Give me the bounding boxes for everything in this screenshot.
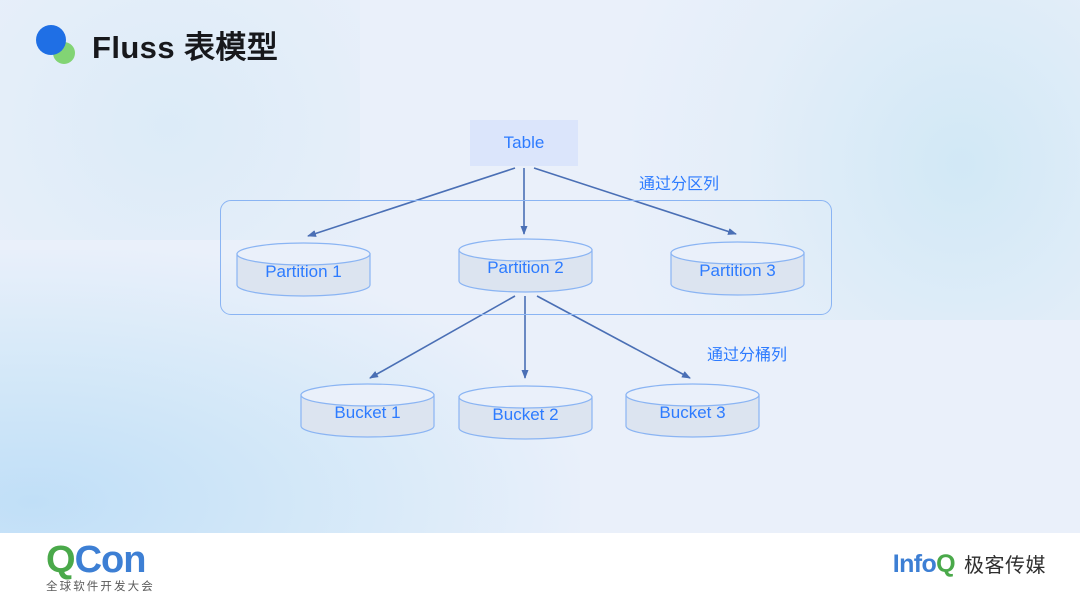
- node-table-label: Table: [503, 133, 545, 152]
- slide-footer: QCon 全球软件开发大会 InfoQ 极客传媒: [0, 533, 1080, 595]
- node-partition-1-label: Partition 1: [265, 262, 342, 281]
- slide-header: Fluss 表模型: [34, 22, 278, 67]
- qcon-logo-rest: Con: [74, 539, 147, 581]
- node-partition-3-label: Partition 3: [699, 261, 776, 280]
- partition-group-frame: [220, 200, 832, 315]
- cylinder-shape-icon: [458, 385, 593, 440]
- cylinder-shape-icon: [625, 383, 760, 438]
- annotation-bucket-column: 通过分桶列: [707, 347, 788, 364]
- infoq-logo: InfoQ 极客传媒: [893, 551, 1046, 579]
- node-bucket-3[interactable]: Bucket 3: [625, 383, 760, 438]
- arrow-partition-2-to-bucket-1: [369, 295, 516, 379]
- diagram-connectors: [307, 167, 737, 379]
- infoq-wordmark: InfoQ: [892, 550, 956, 578]
- node-bucket-3-label: Bucket 3: [659, 403, 726, 422]
- qcon-wordmark: QCon: [46, 541, 155, 579]
- cylinder-shape-icon: [300, 383, 435, 438]
- node-partition-3[interactable]: Partition 3: [670, 241, 805, 296]
- cylinder-shape-icon: [236, 242, 371, 297]
- fluss-logo-icon: [34, 23, 78, 67]
- node-bucket-2-label: Bucket 2: [492, 405, 559, 424]
- node-bucket-1[interactable]: Bucket 1: [300, 383, 435, 438]
- arrow-table-to-partition-3: [533, 167, 737, 235]
- node-table[interactable]: Table: [470, 120, 578, 166]
- node-partition-2-label: Partition 2: [487, 258, 564, 277]
- node-partition-1[interactable]: Partition 1: [236, 242, 371, 297]
- node-bucket-1-label: Bucket 1: [334, 403, 401, 422]
- qcon-subtitle: 全球软件开发大会: [46, 581, 155, 593]
- annotation-partition-column: 通过分区列: [639, 176, 720, 193]
- page-title: Fluss 表模型: [92, 30, 279, 65]
- logo-blue-circle-icon: [36, 24, 66, 55]
- qcon-logo: QCon 全球软件开发大会: [46, 541, 155, 594]
- table-model-diagram: Table Partition 1 Partition 2 Partition …: [220, 120, 832, 440]
- infoq-chinese-name: 极客传媒: [964, 555, 1046, 577]
- node-partition-2[interactable]: Partition 2: [458, 238, 593, 293]
- arrow-table-to-partition-1: [307, 167, 516, 237]
- arrow-partition-2-to-bucket-3: [536, 295, 691, 379]
- cylinder-shape-icon: [670, 241, 805, 296]
- cylinder-shape-icon: [458, 238, 593, 293]
- node-bucket-2[interactable]: Bucket 2: [458, 385, 593, 440]
- qcon-logo-initial: Q: [46, 539, 76, 581]
- infoq-logo-initial: Q: [936, 550, 955, 578]
- infoq-logo-prefix: Info: [892, 550, 937, 578]
